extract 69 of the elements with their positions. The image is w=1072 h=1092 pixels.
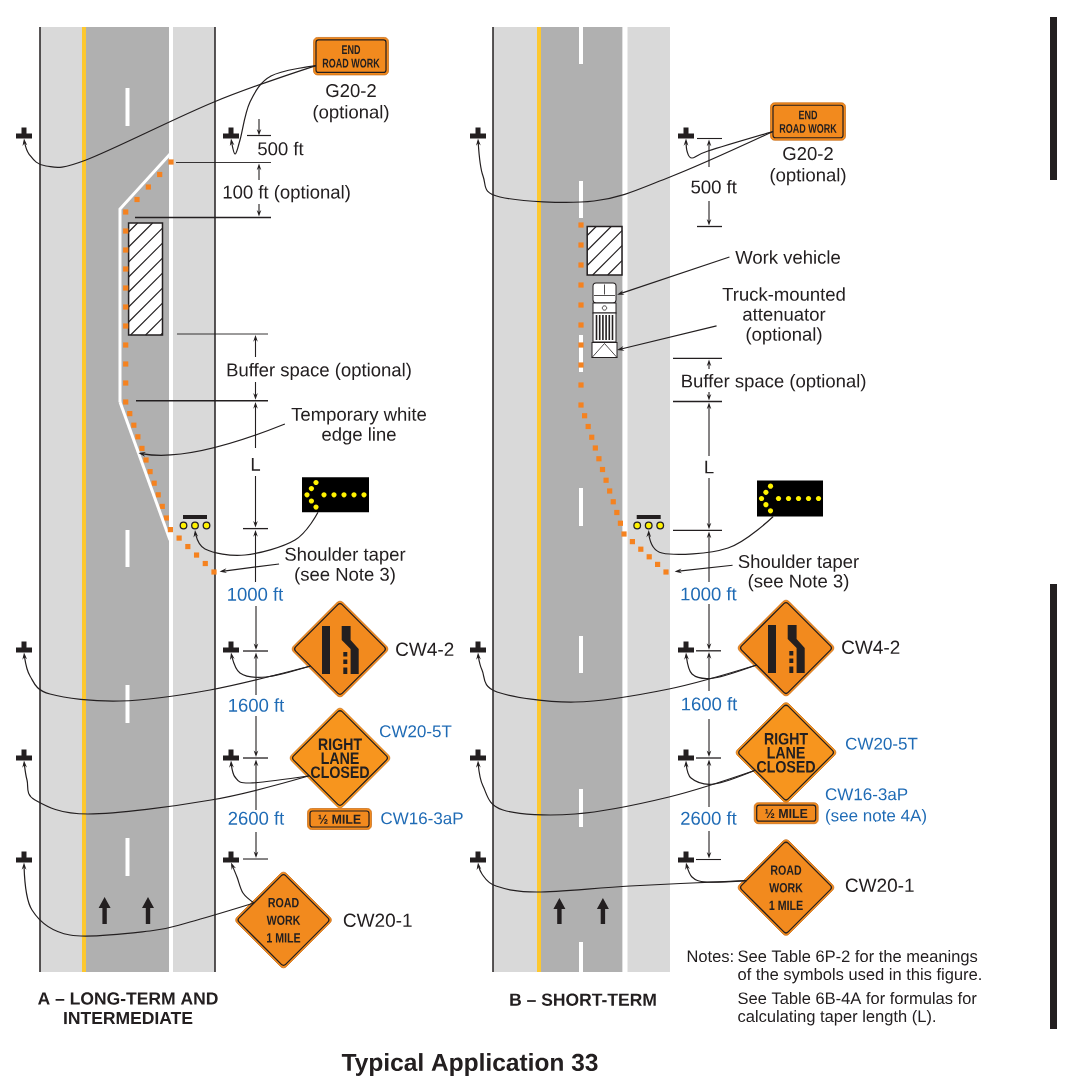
sign-code: G20-2 (optional) [313,84,389,123]
sign-plaque: ½ MILE [307,808,372,830]
dimension-label: Buffer space (optional) [682,373,866,392]
sign-code: CW4-2 [842,640,900,655]
panel-label: A – LONG-TERM AND INTERMEDIATE [38,992,218,1025]
sign-code: CW16-3aP [381,812,463,825]
leader-line [229,65,317,155]
callout-label: Temporary white edge line [291,407,427,445]
guide-sign: END ROAD WORK [313,37,389,76]
dimension-label: L [705,460,714,474]
sign-post-symbol [223,641,239,653]
sign-post-symbol [678,749,694,761]
arrow-board [757,480,823,517]
sign-post-symbol [678,641,694,653]
sign-post-symbol [223,749,239,761]
dimension-label: 1000 ft [228,587,284,601]
notes-heading: Notes: [687,950,733,963]
sign-post-symbol [678,851,694,863]
channelizing-devices [621,531,669,575]
leader-line [22,65,317,168]
warning-sign: ROAD WORK 1 MILE [235,871,332,969]
dimension-label: 500 ft [258,141,304,156]
sign-post-symbol [16,749,32,761]
note-text: See Table 6B-4A for formulas for calculating taper length (L). [738,992,977,1026]
arrow-board-symbol [179,515,211,530]
sign-post-symbol [678,127,694,139]
warning-sign [291,600,389,698]
sign-code: CW20-1 [343,913,412,928]
sign-post-symbol [223,127,239,139]
callout-label: Work vehicle [735,250,840,264]
warning-sign [737,599,835,697]
callout-label: Shoulder taper (see Note 3) [738,554,859,592]
title: Typical Application 33 [341,1053,598,1076]
dimension-label: 2600 ft [681,811,737,825]
dimension-label: 1600 ft [682,697,738,711]
sign-post-symbol [16,641,32,653]
leader-line [683,130,774,159]
warning-sign: ROAD WORK 1 MILE [737,839,835,936]
attenuator [591,342,618,358]
edge-line [118,401,172,541]
sign-code: CW20-5T [846,737,918,750]
arrow-board-symbol [633,515,665,530]
sign-post-symbol [223,851,239,863]
dimension-label: 1600 ft [229,698,285,712]
leader-line [193,511,319,556]
callout-label: Truck-mounted attenuator (optional) [722,287,845,345]
sign-post-symbol [16,851,32,863]
guide-sign: END ROAD WORK [770,102,846,141]
dimension-label: 2600 ft [228,811,285,825]
arrow-board [302,477,369,513]
panel-label: B – SHORT-TERM [510,993,656,1006]
sign-code: G20-2 (optional) [770,147,846,186]
sign-post-symbol [470,127,486,139]
dimension-label: 500 ft [691,180,737,194]
truck [592,282,617,343]
dimension-label: L [251,457,261,471]
dimension-label: 1000 ft [681,587,737,601]
channelizing-devices [167,527,217,575]
sign-plaque: ½ MILE [753,802,819,825]
leader-line [646,515,774,555]
callout-label: Shoulder taper (see Note 3) [285,547,406,585]
sign-post-symbol [470,641,486,653]
dimension-label: Buffer space (optional) [227,362,411,381]
dimension-label: 100 ft (optional) [223,185,350,203]
sign-code: CW20-1 [845,878,914,893]
sign-post-symbol [16,127,32,139]
sign-post-symbol [470,749,486,761]
sign-post-symbol [470,851,486,863]
sign-code: CW4-2 [396,642,454,657]
